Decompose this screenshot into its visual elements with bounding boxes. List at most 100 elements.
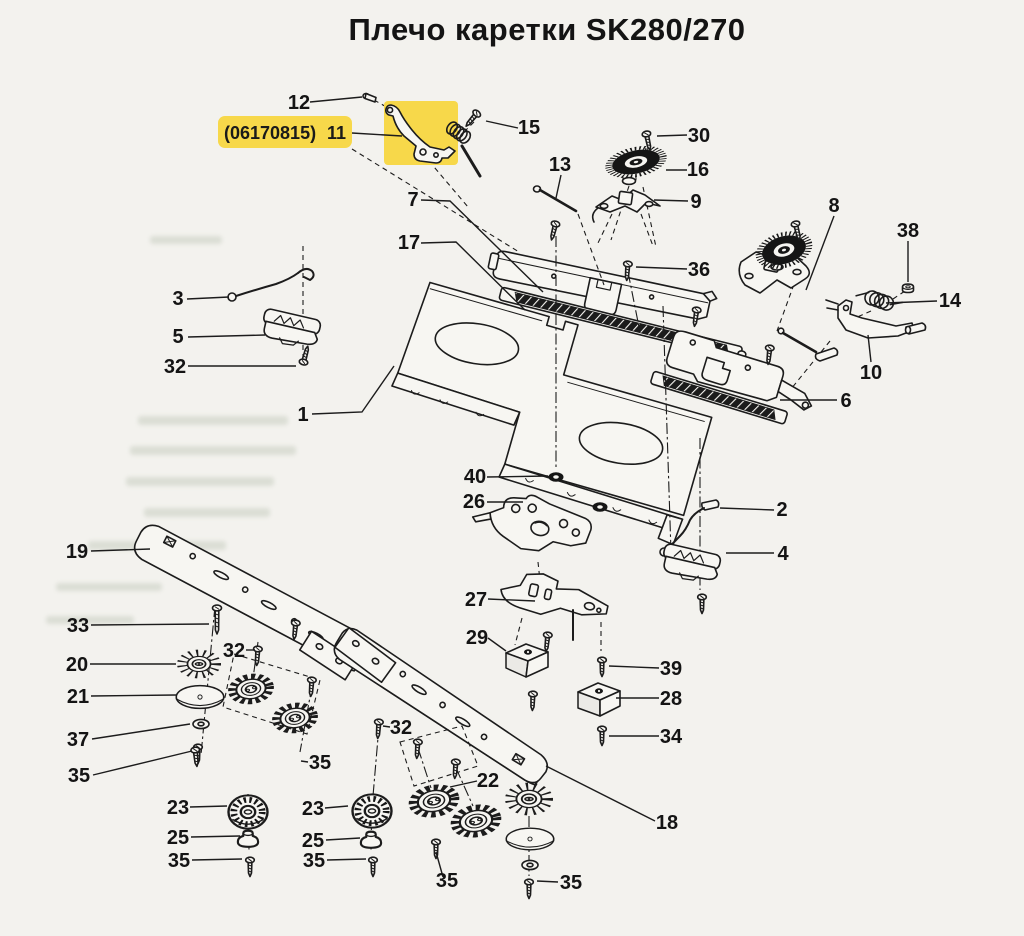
part-block-29 bbox=[505, 643, 549, 678]
leader-line bbox=[487, 598, 536, 602]
part-label-23: 23 bbox=[167, 797, 189, 819]
screw-33 bbox=[211, 604, 223, 635]
leader-line bbox=[555, 174, 562, 199]
part-brush-wheel-8 bbox=[738, 228, 813, 294]
part-label-35: 35 bbox=[560, 872, 582, 894]
highlighted-part-callout[interactable]: (06170815) 11 bbox=[218, 116, 403, 148]
part-label-17: 17 bbox=[398, 232, 420, 254]
part-cap-25b bbox=[359, 830, 383, 849]
leader-line bbox=[186, 296, 230, 300]
part-brush-wheel-16 bbox=[606, 143, 666, 186]
part-spring-14 bbox=[855, 290, 904, 311]
part-gear-22a bbox=[411, 785, 456, 818]
leader-line bbox=[91, 723, 191, 740]
leader-line bbox=[545, 765, 656, 822]
part-label-5: 5 bbox=[172, 326, 183, 348]
screw-under-29 bbox=[527, 690, 539, 712]
part-label-39: 39 bbox=[660, 658, 682, 680]
part-gear-22b bbox=[453, 805, 498, 838]
screw-34 bbox=[596, 725, 608, 747]
screw-32-a bbox=[251, 645, 264, 667]
part-rod-13 bbox=[532, 185, 578, 213]
leader-line bbox=[382, 725, 391, 728]
leader-line bbox=[187, 334, 266, 338]
part-label-16: 16 bbox=[687, 159, 709, 181]
leader-line bbox=[885, 300, 938, 304]
part-label-22: 22 bbox=[477, 770, 499, 792]
part-washer-37 bbox=[192, 718, 210, 730]
part-label-35: 35 bbox=[309, 752, 331, 774]
screw-15 bbox=[462, 107, 483, 130]
part-label-33: 33 bbox=[67, 615, 89, 637]
leader-line bbox=[189, 805, 228, 808]
part-label-37: 37 bbox=[67, 729, 89, 751]
part-lever-10 bbox=[825, 299, 927, 339]
part-brush-wheel-23a bbox=[229, 795, 268, 828]
part-label-35: 35 bbox=[303, 850, 325, 872]
part-label-27: 27 bbox=[465, 589, 487, 611]
part-label-12: 12 bbox=[288, 92, 310, 114]
part-label-1: 1 bbox=[297, 404, 308, 426]
leader-line bbox=[449, 780, 478, 788]
part-label-14: 14 bbox=[939, 290, 962, 312]
part-label-28: 28 bbox=[660, 688, 682, 710]
leader-line bbox=[309, 96, 363, 103]
callout-leader bbox=[351, 132, 403, 137]
leader-line bbox=[326, 858, 367, 861]
screw-32-b bbox=[372, 718, 385, 740]
part-gear-a bbox=[231, 674, 271, 703]
part-label-29: 29 bbox=[466, 627, 488, 649]
part-label-4: 4 bbox=[777, 543, 789, 565]
leader-line bbox=[190, 835, 241, 838]
part-gear-b bbox=[275, 703, 315, 732]
part-label-32: 32 bbox=[390, 717, 412, 739]
leader-line bbox=[719, 507, 775, 511]
part-label-3: 3 bbox=[172, 288, 183, 310]
screw-35-d bbox=[430, 838, 442, 860]
leader-line bbox=[325, 837, 361, 841]
part-label-35: 35 bbox=[436, 870, 458, 892]
part-plate-26 bbox=[471, 494, 592, 552]
leader-line bbox=[90, 548, 151, 552]
leader-line bbox=[805, 215, 835, 291]
part-disc-bottom bbox=[505, 827, 555, 851]
part-label-20: 20 bbox=[66, 654, 88, 676]
leader-line bbox=[487, 637, 507, 652]
screw-39 bbox=[596, 656, 608, 678]
part-bracket-9 bbox=[591, 189, 661, 223]
part-pin-12 bbox=[362, 92, 377, 103]
part-wire-3 bbox=[227, 267, 315, 302]
part-label-23: 23 bbox=[302, 798, 324, 820]
screw-mid bbox=[305, 676, 318, 698]
part-disc-21 bbox=[175, 684, 225, 710]
leader-line bbox=[420, 199, 544, 293]
part-arm-19 bbox=[133, 524, 370, 681]
part-label-26: 26 bbox=[463, 491, 485, 513]
part-label-36: 36 bbox=[688, 259, 710, 281]
part-label-38: 38 bbox=[897, 220, 919, 242]
part-spring-15 bbox=[445, 121, 472, 144]
part-label-25: 25 bbox=[167, 827, 189, 849]
part-label-9: 9 bbox=[690, 191, 701, 213]
part-label-6: 6 bbox=[840, 390, 851, 412]
leader-line bbox=[635, 266, 688, 270]
screw-30 bbox=[640, 129, 655, 152]
leader-line bbox=[653, 199, 689, 202]
part-block-28 bbox=[577, 682, 621, 717]
part-label-13: 13 bbox=[549, 154, 571, 176]
part-nut-38 bbox=[901, 283, 915, 294]
part-pin-rod-near-6 bbox=[777, 327, 839, 362]
leader-line bbox=[536, 880, 559, 883]
screw-above-22b bbox=[449, 758, 462, 780]
part-label-7: 7 bbox=[407, 189, 418, 211]
leader-line bbox=[300, 760, 309, 763]
part-spike-wheel-20 bbox=[183, 653, 216, 675]
part-label-30: 30 bbox=[688, 125, 710, 147]
part-label-18: 18 bbox=[656, 812, 678, 834]
part-grommet-40 bbox=[548, 472, 564, 482]
part-label-15: 15 bbox=[518, 117, 540, 139]
part-label-21: 21 bbox=[67, 686, 89, 708]
hardware bbox=[175, 92, 805, 900]
